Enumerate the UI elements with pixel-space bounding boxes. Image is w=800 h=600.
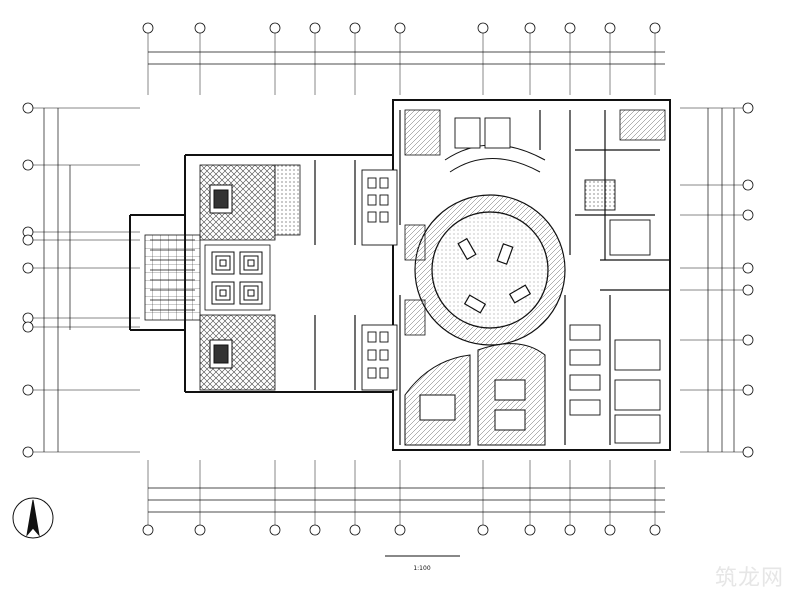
lower-curved-rooms [404, 343, 546, 446]
north-arrow-icon [12, 497, 54, 539]
top-dimension-lines [148, 51, 665, 65]
grid-axis-bubble-icon [742, 102, 754, 114]
lobby-sofas [209, 184, 233, 369]
grid-axis-bubble-icon [349, 22, 361, 34]
grid-axis-bubble-icon [742, 334, 754, 346]
grid-axis-bubble-icon [564, 22, 576, 34]
grid-axis-bubble-icon [394, 22, 406, 34]
grid-axis-bubble-icon [394, 524, 406, 536]
bottom-dimension-lines [148, 487, 665, 513]
grid-axis-bubble-icon [477, 22, 489, 34]
left-dimension-lines [43, 108, 71, 452]
entry-stairs [150, 239, 195, 311]
right-wing-rooms [454, 117, 661, 444]
grid-axis-bubble-icon [524, 22, 536, 34]
scale-bar: 1:100 [385, 555, 460, 572]
grid-axis-bubble-icon [309, 22, 321, 34]
grid-axis-bubble-icon [22, 102, 34, 114]
grid-axis-bubble-icon [649, 22, 661, 34]
grid-axis-bubble-icon [142, 524, 154, 536]
right-dimension-lines [707, 108, 735, 452]
curved-corridor [444, 144, 546, 173]
grid-axis-bubble-icon [22, 446, 34, 458]
grid-axis-bubble-icon [194, 524, 206, 536]
grid-axis-bubble-icon [269, 22, 281, 34]
grid-axis-bubbles [22, 22, 754, 536]
grid-axis-bubble-icon [22, 234, 34, 246]
partitions [314, 110, 670, 445]
grid-axis-bubble-icon [22, 262, 34, 274]
grid-axis-bubble-icon [194, 22, 206, 34]
grid-axis-bubble-icon [742, 446, 754, 458]
grid-axis-bubble-icon [742, 209, 754, 221]
grid-axis-bubble-icon [22, 312, 34, 324]
grid-axis-bubble-icon [742, 262, 754, 274]
grid-axis-bubble-icon [142, 22, 154, 34]
grid-axis-bubble-icon [349, 524, 361, 536]
seating [361, 169, 398, 391]
grid-axis-bubble-icon [22, 384, 34, 396]
grid-axis-bubble-icon [309, 524, 321, 536]
grid-axis-bubble-icon [22, 159, 34, 171]
grid-axis-bubble-icon [649, 524, 661, 536]
grid-axis-bubble-icon [742, 179, 754, 191]
watermark: 筑龙网 [714, 566, 784, 591]
grid-axis-bubble-icon [477, 524, 489, 536]
grid-axis-bubble-icon [604, 524, 616, 536]
grid-axis-bubble-icon [604, 22, 616, 34]
wall-hatch [404, 109, 666, 336]
grid-axis-bubble-icon [22, 321, 34, 333]
grid-axis-bubble-icon [742, 384, 754, 396]
central-rotunda [414, 194, 566, 346]
grid-axis-bubble-icon [564, 524, 576, 536]
grid-axis-bubble-icon [742, 284, 754, 296]
scale-bar-label: 1:100 [413, 565, 430, 572]
grid-axis-bubble-icon [269, 524, 281, 536]
grid-axis-bubble-icon [524, 524, 536, 536]
ornament-tiles [211, 251, 263, 305]
